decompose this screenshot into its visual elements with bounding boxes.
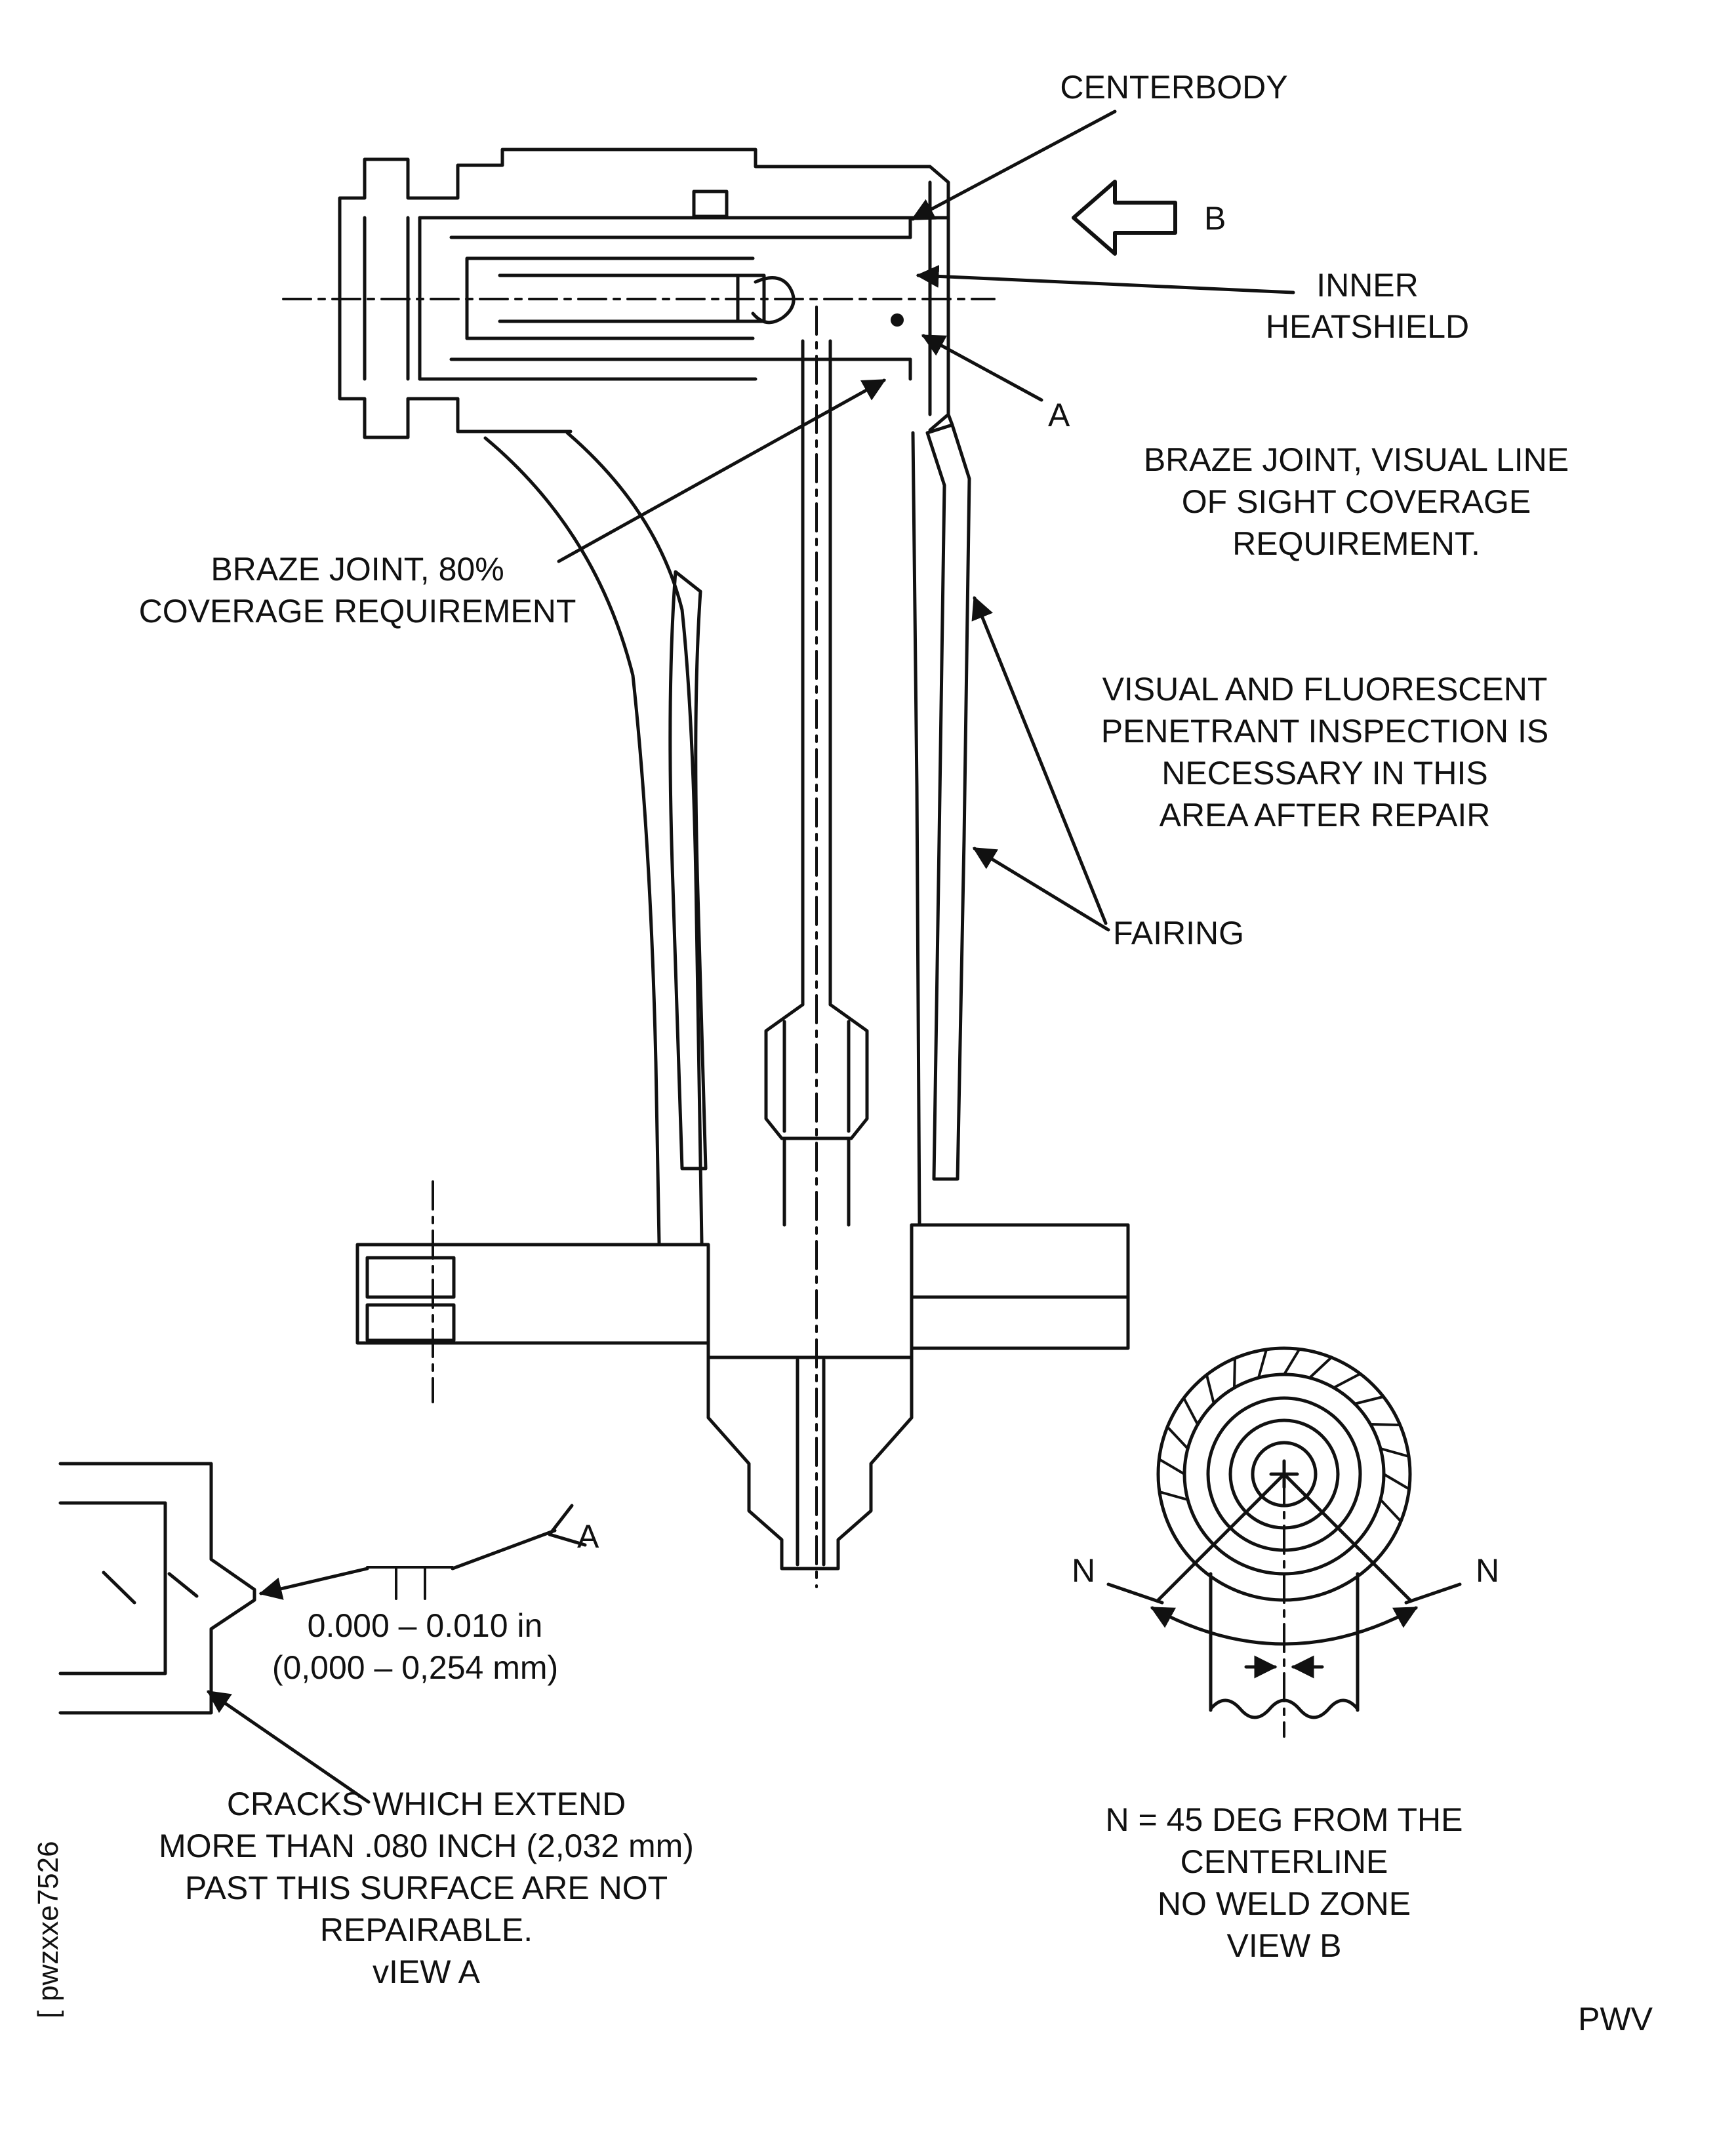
view-a-callout-leader (451, 1529, 557, 1571)
head-bore-lines-upper (418, 216, 950, 340)
swirler-detail (692, 190, 796, 325)
view-a-dimension-in: 0.000 – 0.010 in (308, 1607, 543, 1644)
braze-visual-note-line1: BRAZE JOINT, VISUAL LINE (1144, 441, 1569, 478)
doc-code-vertical: pwzxxe7526 (32, 1841, 64, 2001)
hex-transition (764, 1003, 869, 1227)
left-fairing (668, 570, 708, 1171)
view-a-dimension-mm: (0,000 – 0,254 mm) (272, 1649, 558, 1686)
view-b-detail (1106, 1346, 1462, 1738)
view-a-section-flag-icon (548, 1504, 587, 1547)
shell-sweep-outer (483, 436, 661, 1245)
mount-flange (355, 1223, 1130, 1359)
penetrant-note-line1: VISUAL AND FLUORESCENT (1102, 671, 1548, 708)
view-b-note-line3: NO WELD ZONE (1158, 1885, 1411, 1922)
inner-heatshield-label-line2: HEATSHIELD (1266, 308, 1469, 345)
view-b-n-connector-right (1404, 1582, 1462, 1605)
view-b-n-connector-left (1106, 1582, 1164, 1605)
view-b-direction-arrow (1072, 180, 1177, 256)
inner-heatshield-label-line1: INNER (1316, 267, 1419, 304)
penetrant-note-line4: AREA AFTER REPAIR (1160, 797, 1491, 833)
cracks-note-line4: REPAIRABLE. (320, 1912, 533, 1948)
braze-point-dot (891, 313, 904, 327)
nozzle-tip (706, 1355, 914, 1571)
cracks-note-line3: PAST THIS SURFACE ARE NOT (185, 1870, 668, 1906)
braze-80-leader (557, 378, 887, 563)
point-a-label: A (1048, 397, 1070, 433)
fairing-leader-upper (971, 595, 1108, 925)
centerbody-label: CENTERBODY (1060, 69, 1287, 106)
point-a-leader (921, 334, 1043, 402)
inner-heatshield-leader (916, 264, 1295, 294)
view-b-n-right-label: N (1476, 1552, 1499, 1589)
braze-80-note-line1: BRAZE JOINT, 80% (211, 551, 504, 588)
view-b-n-left-label: N (1072, 1552, 1095, 1589)
labels: CENTERBODY B INNER HEATSHIELD A BRAZE JO… (32, 69, 1653, 2037)
cracks-note-leader (207, 1690, 371, 1804)
braze-visual-note-line3: REQUIREMENT. (1232, 525, 1480, 562)
view-a-detail (58, 1462, 587, 1804)
centerbody-leader (910, 110, 1117, 221)
fairing-label: FAIRING (1113, 915, 1244, 951)
view-a-bracket-section (58, 1462, 256, 1715)
stem-right-wall (911, 412, 954, 1227)
leader-lines (557, 110, 1295, 932)
view-b-note-line2: CENTERLINE (1181, 1843, 1388, 1880)
block-arrow-left-icon (1072, 180, 1177, 256)
shell-sweep-inner (565, 431, 704, 1245)
cracks-note-line1: CRACKS WHICH EXTEND (227, 1786, 626, 1822)
main-cross-section (282, 148, 1130, 1588)
view-a-dimension-lines (366, 1566, 454, 1600)
penetrant-note-line2: PENETRANT INSPECTION IS (1101, 713, 1549, 750)
view-b-title: VIEW B (1226, 1927, 1341, 1964)
braze-80-note-line2: COVERAGE REQUIREMENT (139, 593, 576, 630)
view-a-notch-leader (258, 1567, 369, 1600)
fuel-tube (801, 339, 832, 1007)
view-b-angle-line-right (1282, 1472, 1413, 1603)
view-b-swirler-teeth (1158, 1348, 1411, 1523)
view-b-note-line1: N = 45 DEG FROM THE (1105, 1801, 1463, 1838)
doc-code-bracket: [ (32, 2011, 64, 2018)
view-a-section-marker: A (577, 1518, 599, 1555)
view-a-title: vIEW A (373, 1953, 481, 1990)
penetrant-note-line3: NECESSARY IN THIS (1161, 755, 1487, 791)
view-b-angle-arc (1150, 1606, 1419, 1646)
right-fairing (925, 423, 971, 1181)
view-b-direction-label: B (1204, 200, 1226, 237)
view-b-angle-line-left (1156, 1472, 1286, 1603)
braze-visual-note-line2: OF SIGHT COVERAGE (1182, 483, 1531, 520)
cracks-note-line2: MORE THAN .080 INCH (2,032 mm) (159, 1828, 694, 1864)
fairing-leader-lower (973, 847, 1110, 932)
publisher-code: PWV (1578, 2001, 1653, 2037)
head-bore-lines-lower (418, 319, 912, 381)
